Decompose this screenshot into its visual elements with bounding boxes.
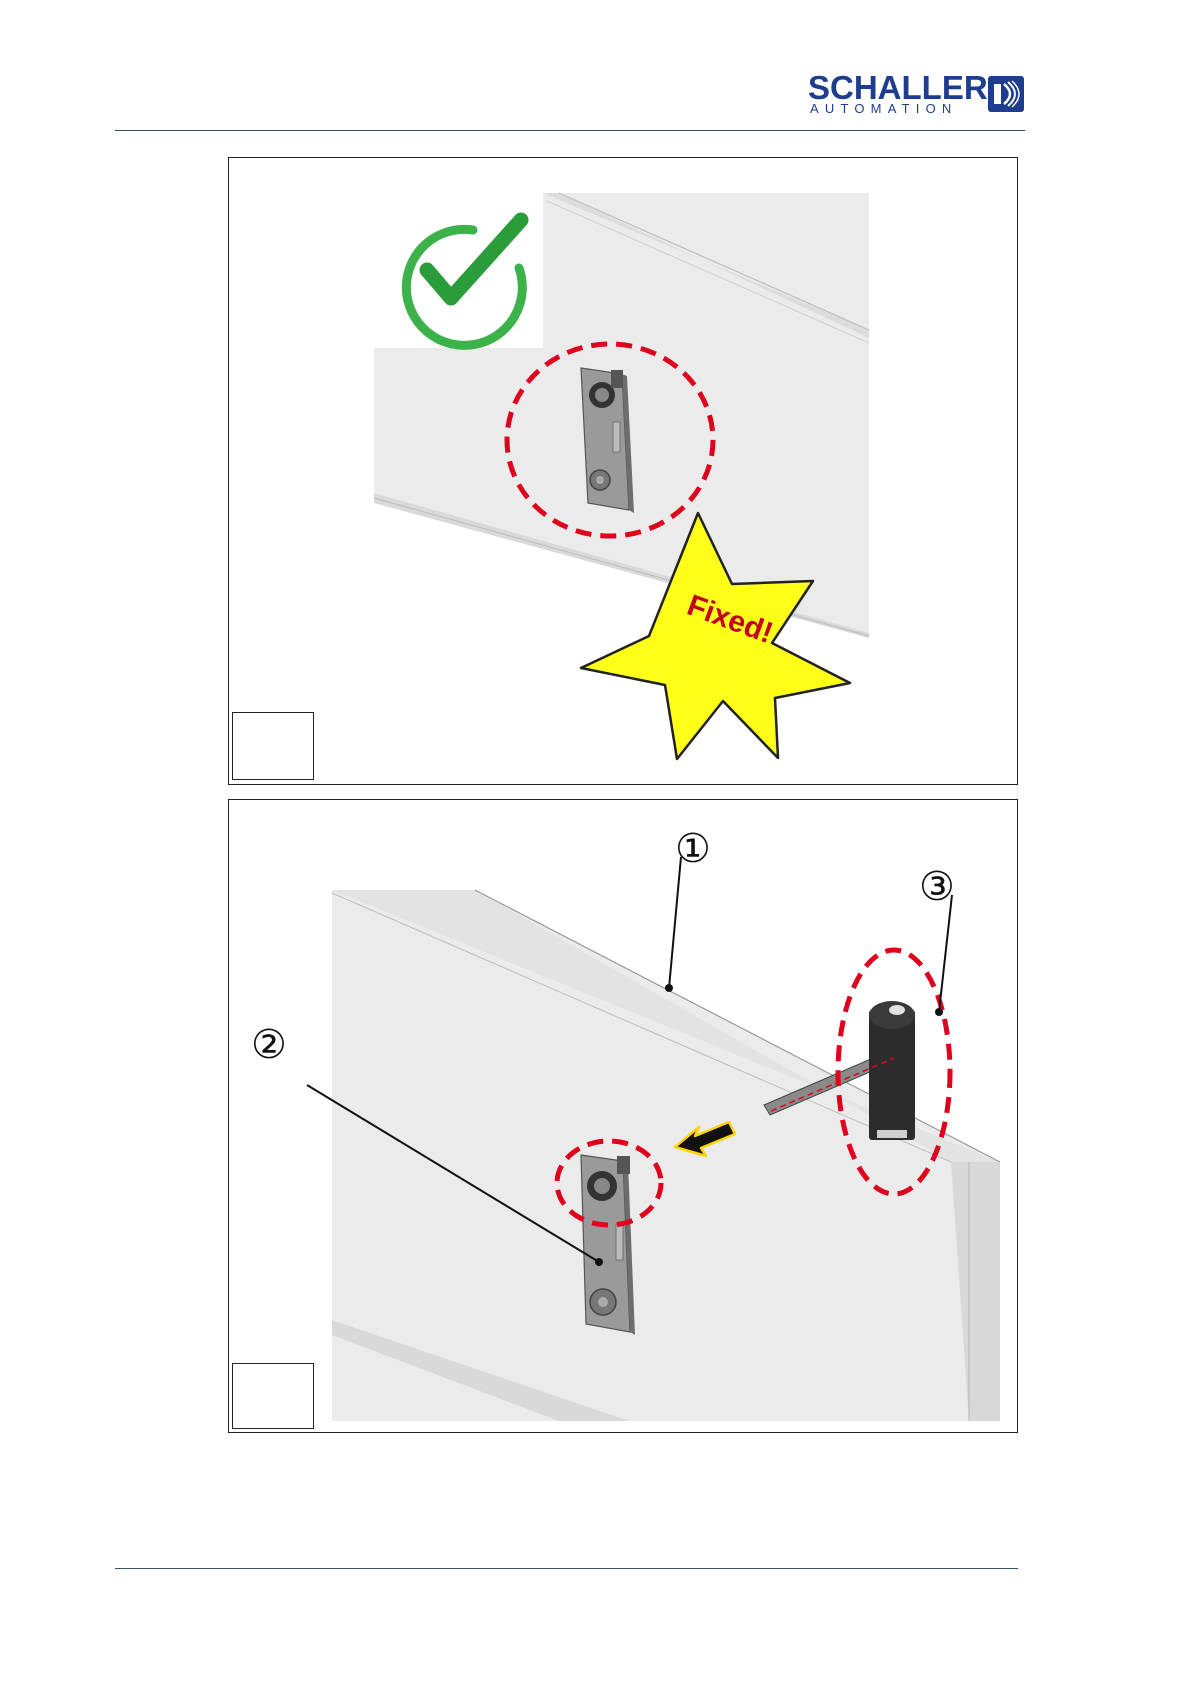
figure-number-box: [232, 1363, 314, 1429]
logo-subtitle: AUTOMATION: [810, 102, 957, 116]
coupling-plate: [581, 368, 634, 513]
installation-illustration: ① ② ③: [229, 800, 1017, 1432]
schaller-logo: SCHALLER AUTOMATION: [808, 76, 1026, 116]
fixed-illustration: Fixed!: [229, 158, 1017, 784]
coupling-plate: [581, 1155, 635, 1335]
figure-panel-installation: ① ② ③: [228, 799, 1018, 1433]
logo-mark-icon: [988, 76, 1024, 112]
callout-2: ②: [251, 1022, 287, 1068]
figure-panel-fixed: Fixed!: [228, 157, 1018, 785]
figure-number-box: [232, 712, 314, 780]
header-rule: [115, 130, 1025, 131]
callout-3: ③: [919, 864, 955, 910]
callout-1: ①: [675, 826, 711, 872]
footer-rule: [115, 1568, 1018, 1569]
